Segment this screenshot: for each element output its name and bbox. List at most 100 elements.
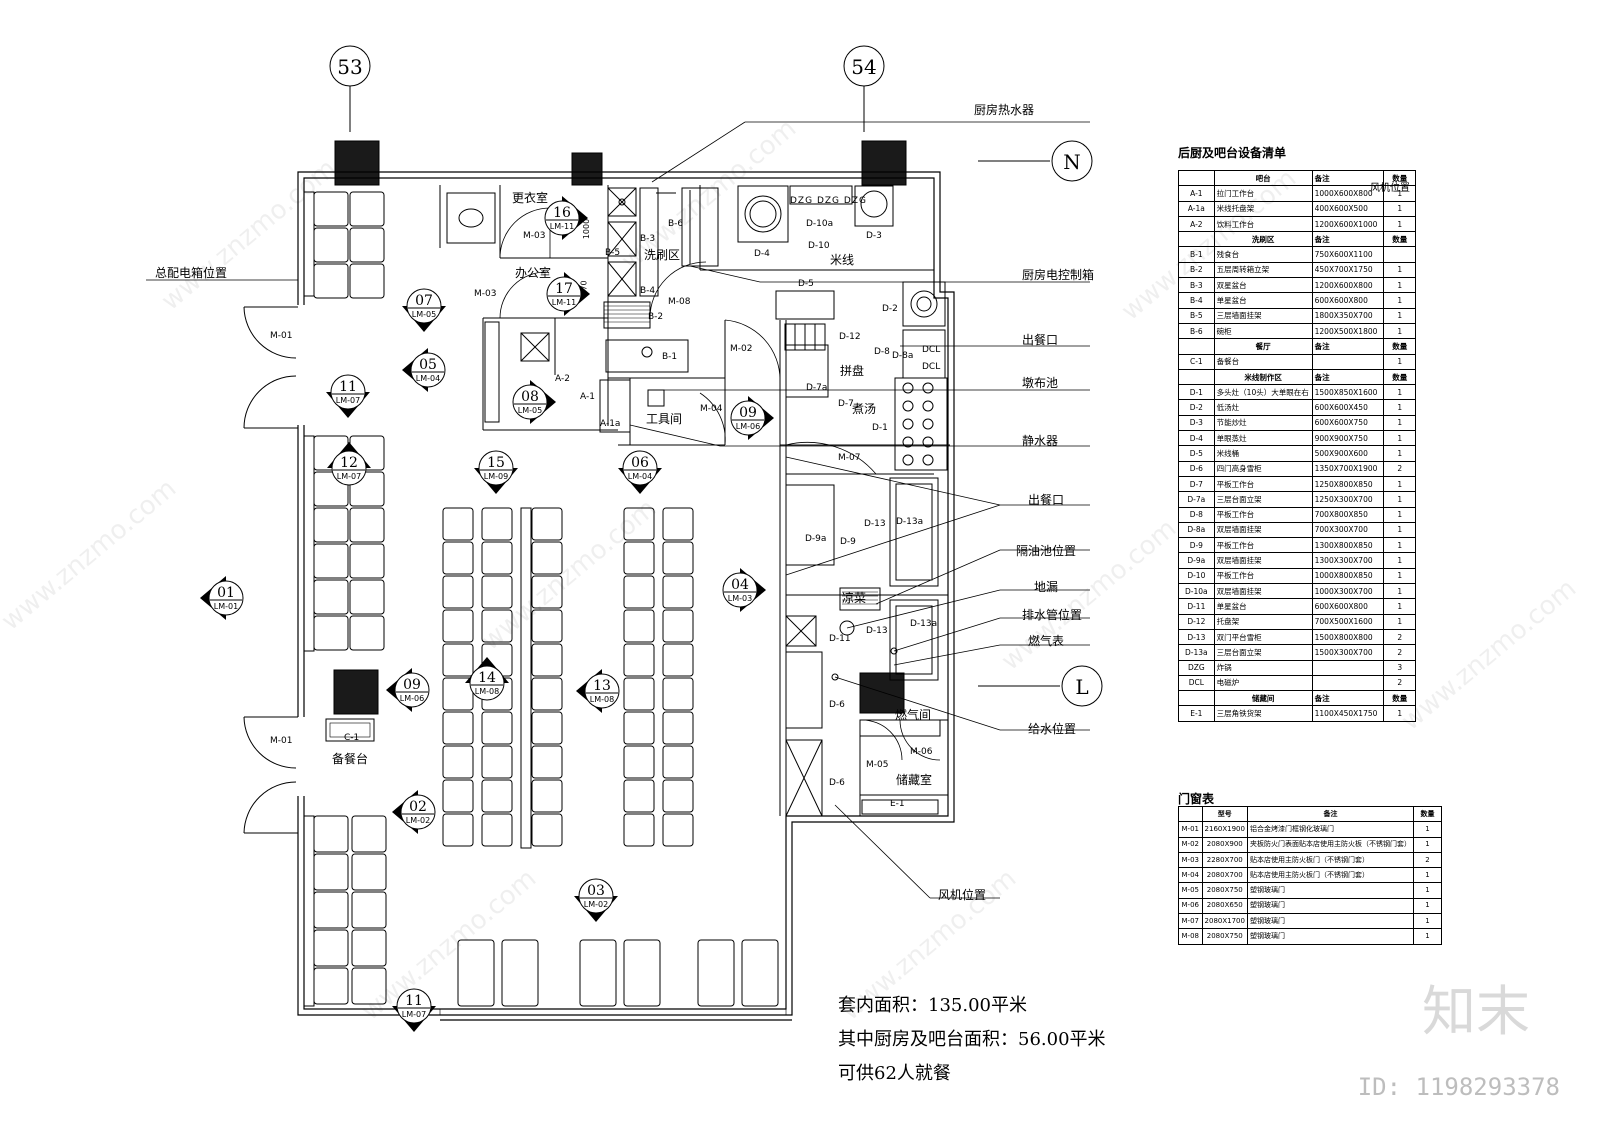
elevation-ref: LM-07	[336, 396, 360, 405]
tag-d1: D-1	[872, 423, 888, 433]
elevation-ref: LM-06	[400, 694, 424, 703]
chair	[442, 813, 474, 847]
dimension: 570	[579, 280, 589, 296]
chair	[623, 711, 655, 745]
tag-m07: M-07	[838, 453, 861, 463]
svg-text:N: N	[1063, 150, 1081, 174]
callout-drain-pipe: 排水管位置	[1022, 608, 1083, 622]
tag-d7a: D-7a	[806, 383, 828, 393]
elevation-ref: LM-05	[518, 406, 542, 415]
chair	[531, 507, 563, 541]
elevation-ref: LM-03	[728, 594, 752, 603]
elevation-number: 05	[419, 357, 437, 373]
column	[333, 669, 379, 715]
elevation-number: 04	[731, 577, 749, 593]
column	[571, 152, 603, 186]
chair	[481, 507, 513, 541]
tag-d9a: D-9a	[805, 534, 827, 544]
tag-d13a: D-13a	[910, 619, 938, 629]
chair	[531, 745, 563, 779]
elevation-ref: LM-09	[484, 472, 508, 481]
svg-text:54: 54	[851, 55, 876, 79]
chair	[313, 543, 349, 579]
callout-gas-meter: 燃气表	[1028, 634, 1065, 648]
chair	[481, 575, 513, 609]
svg-text:53: 53	[337, 55, 362, 79]
door-table-title: 门窗表	[1178, 792, 1215, 806]
tag-d4: D-4	[754, 249, 770, 259]
chair	[531, 575, 563, 609]
chair	[313, 263, 349, 299]
tag-d13: D-13	[866, 626, 888, 636]
chair	[531, 609, 563, 643]
elevation-ref: LM-11	[550, 222, 574, 231]
chair	[579, 939, 617, 1007]
tag-b4: B-4	[640, 286, 656, 296]
chair	[351, 967, 387, 1005]
chair	[662, 643, 694, 677]
axis-north: N	[978, 140, 1093, 182]
elevation-number: 16	[553, 205, 571, 221]
tag-b3: B-3	[640, 234, 656, 244]
tag-d11: D-11	[829, 634, 851, 644]
chair	[313, 579, 349, 615]
elevation-ref: LM-01	[214, 602, 238, 611]
tag-b1: B-1	[662, 352, 678, 362]
prep-counter-top	[329, 722, 371, 738]
elevation-ref: LM-04	[628, 472, 652, 481]
chair	[623, 643, 655, 677]
callout-serving-window-2: 出餐口	[1028, 493, 1065, 507]
chair	[349, 507, 385, 543]
callout-kitchen-box: 厨房电控制箱	[1022, 268, 1095, 282]
tag-d3: D-3	[866, 231, 882, 241]
elevation-number: 08	[521, 389, 539, 405]
tag-d8a: D-8a	[892, 351, 914, 361]
elevation-number: 06	[631, 455, 649, 471]
tag-m06: M-06	[910, 747, 933, 757]
tag-d8: D-8	[874, 347, 890, 357]
room-soup: 煮汤	[852, 402, 877, 416]
tag-d12: D-12	[839, 332, 861, 342]
tag-a1: A-1	[580, 392, 595, 402]
callout-grease-trap: 隔油池位置	[1016, 544, 1077, 558]
chair	[442, 677, 474, 711]
chair	[531, 779, 563, 813]
chair	[662, 745, 694, 779]
elevation-ref: LM-05	[412, 310, 436, 319]
chair	[623, 609, 655, 643]
tag-m08: M-08	[668, 297, 691, 307]
chair	[442, 541, 474, 575]
chair	[349, 191, 385, 227]
chair	[662, 779, 694, 813]
tag-d6: D-6	[829, 700, 845, 710]
chair	[662, 711, 694, 745]
chair	[481, 745, 513, 779]
elevation-number: 01	[217, 585, 235, 601]
